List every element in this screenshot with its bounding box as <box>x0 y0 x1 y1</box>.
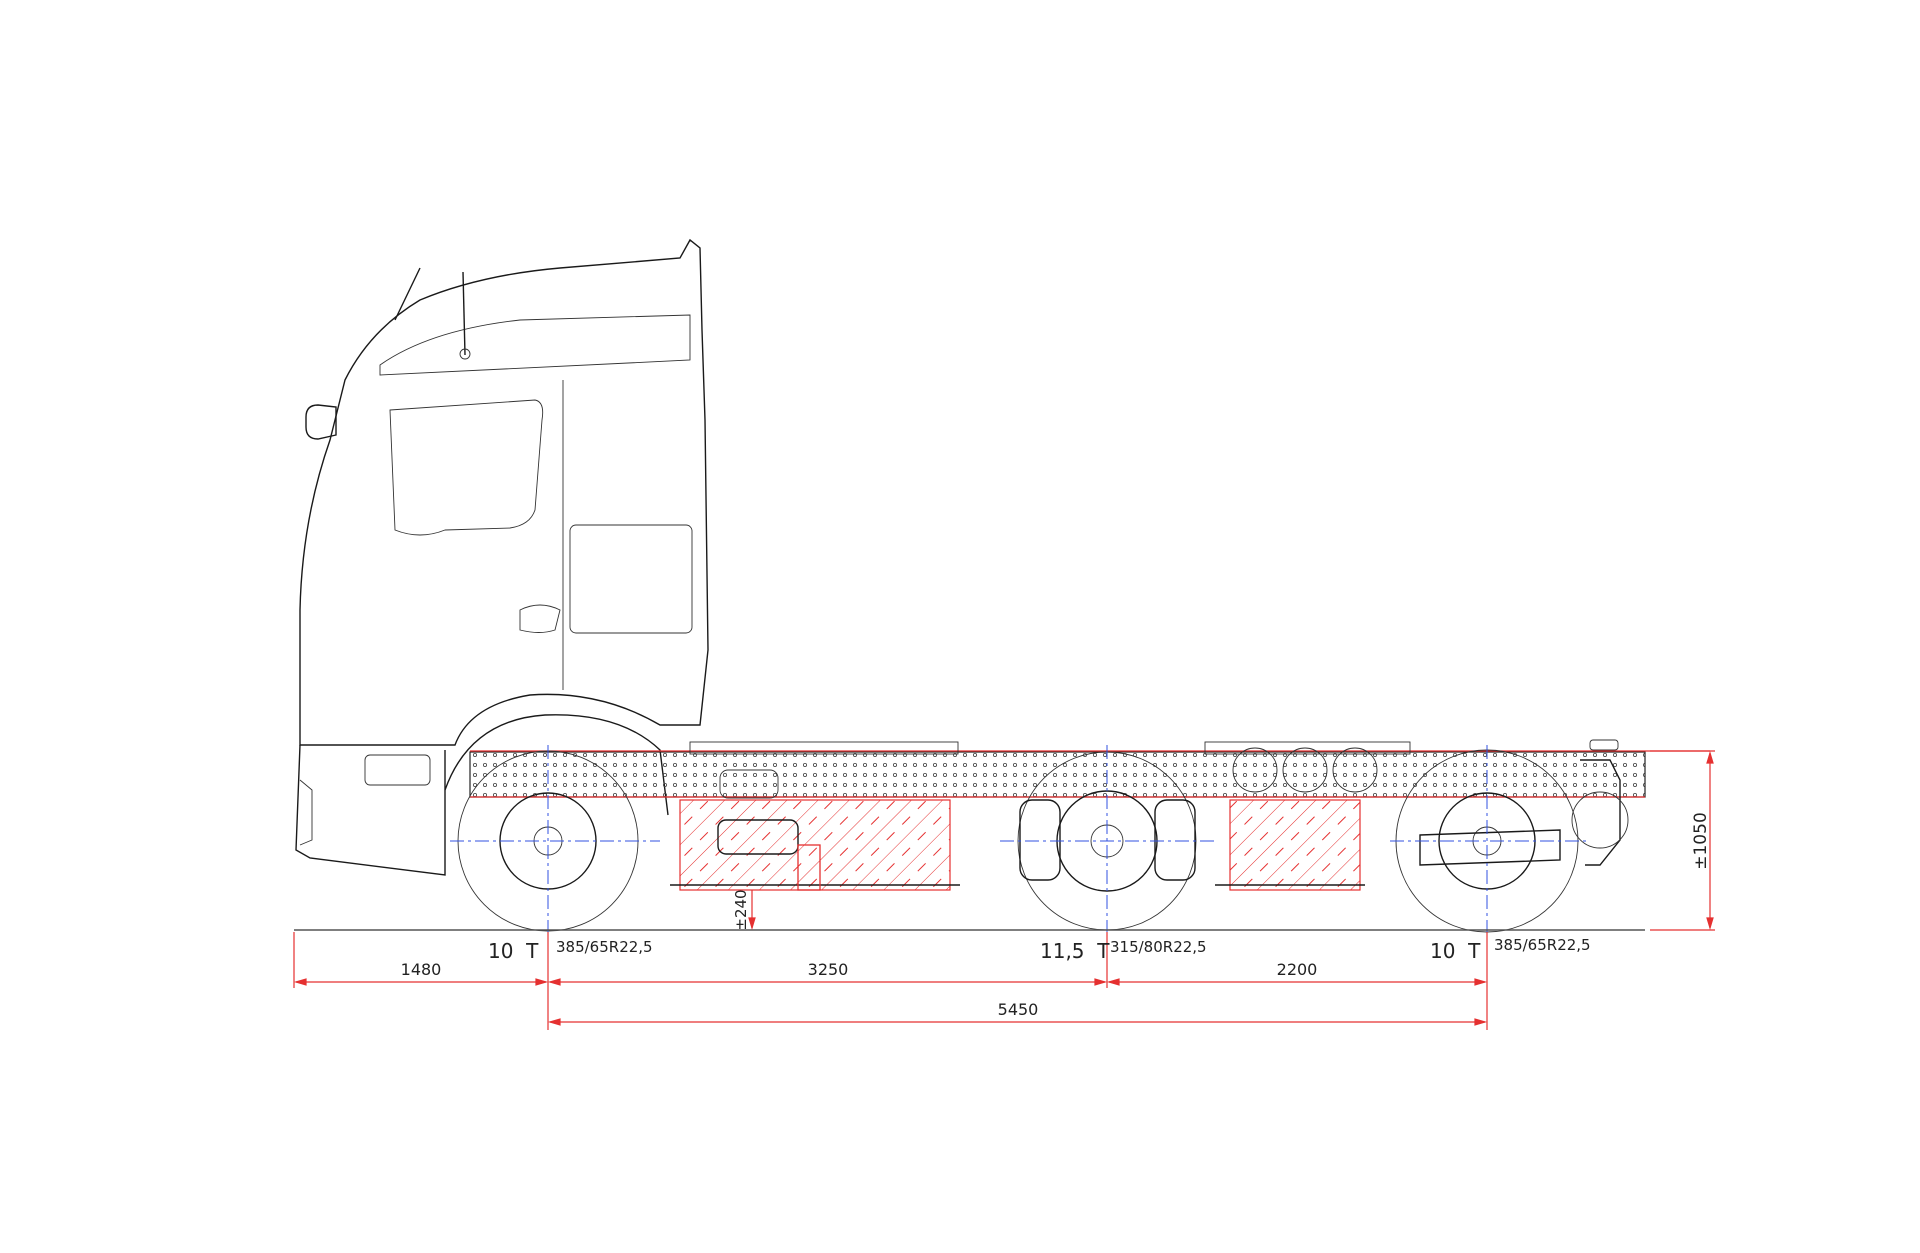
axle2-tire: 315/80R22,5 <box>1110 938 1207 956</box>
axle2-load: 11,5 T <box>1040 939 1110 963</box>
axle3-tire: 385/65R22,5 <box>1494 936 1591 954</box>
axle1-tire: 385/65R22,5 <box>556 938 653 956</box>
dim-frame-height: ±1050 <box>1691 812 1711 870</box>
rear-coupling <box>1580 759 1621 866</box>
dim-front-overhang: 1480 <box>401 960 442 979</box>
dim-axle1-axle2: 3250 <box>808 960 849 979</box>
chassis-frame <box>469 739 1710 866</box>
dimension-lines <box>293 750 1715 1030</box>
door-handle-icon <box>519 604 561 633</box>
cab-sleeper-window <box>569 524 693 634</box>
axle1-load: 10 T <box>488 939 539 963</box>
dim-axle2-axle3: 2200 <box>1277 960 1318 979</box>
cab-door-window <box>389 399 544 536</box>
fuel-tanks <box>670 799 1365 891</box>
wheels <box>450 745 1590 935</box>
mirror-icon <box>305 404 337 440</box>
dim-wheelbase-total: 5450 <box>998 1000 1039 1019</box>
dim-tank-clearance: ±240 <box>732 889 750 930</box>
cab <box>295 238 709 876</box>
headlight <box>364 754 431 786</box>
axle3-load: 10 T <box>1430 939 1481 963</box>
